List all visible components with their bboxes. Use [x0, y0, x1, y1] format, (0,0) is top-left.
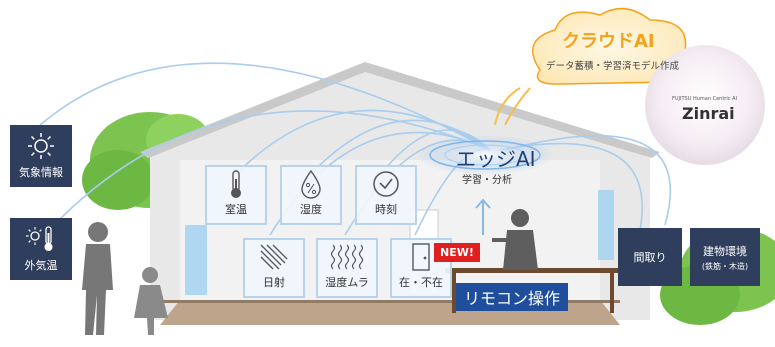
edge-up-arrow	[475, 198, 491, 235]
humidity-drop-icon	[301, 169, 321, 199]
new-badge: NEW!	[434, 243, 480, 262]
clock-icon	[373, 171, 399, 197]
thermometer-icon	[231, 170, 241, 198]
door-presence-icon	[412, 243, 430, 271]
sensor-presence: 在・不在	[390, 238, 452, 298]
remote-operation-label: リモコン操作	[456, 283, 569, 311]
zinrai-orb	[645, 45, 765, 165]
sensor-presence-label: 在・不在	[399, 276, 443, 289]
cloud-ai-shape	[531, 7, 691, 85]
sensor-humidity-label: 湿度	[300, 203, 322, 216]
thermometer-sun-icon	[26, 226, 53, 251]
building-env-label: 建物環境	[703, 244, 747, 258]
sensor-solar: 日射	[243, 238, 305, 298]
sensor-time: 時刻	[355, 165, 417, 225]
edge-ai-swirl	[415, 135, 555, 175]
solar-radiation-icon	[260, 244, 288, 270]
building-env-box: 建物環境 (鉄筋・木造)	[690, 228, 760, 286]
outdoor-temp-box: 外気温	[10, 218, 72, 280]
floor-plan-label: 間取り	[633, 251, 667, 264]
person-adult-silhouette	[82, 222, 113, 335]
person-child-silhouette	[134, 267, 168, 335]
sensor-humidity: 湿度	[280, 165, 342, 225]
weather-info-box: 気象情報	[10, 125, 72, 187]
sun-icon	[28, 133, 54, 159]
cloud-ai-subtitle: データ蓄積・学習済モデル作成	[546, 61, 680, 72]
humidity-waves-icon	[330, 244, 364, 270]
edge-ai-title: エッジAI	[456, 147, 536, 171]
person-with-remote-silhouette	[492, 209, 538, 270]
sensor-room-temp: 室温	[205, 165, 267, 225]
zinrai-logo-text: Zinrai	[682, 104, 735, 123]
sensor-solar-label: 日射	[263, 276, 285, 289]
sensor-time-label: 時刻	[375, 203, 397, 216]
sensor-humidity-variance: 湿度ムラ	[316, 238, 378, 298]
table	[445, 268, 620, 313]
edge-ai-subtitle: 学習・分析	[462, 175, 512, 186]
cloud-ai-title: クラウドAI	[562, 31, 655, 52]
cloud-edge-arrows	[494, 87, 531, 126]
outdoor-temp-label: 外気温	[24, 259, 58, 272]
sensor-humidity-variance-label: 湿度ムラ	[325, 276, 369, 289]
weather-info-label: 気象情報	[19, 166, 63, 179]
sensor-room-temp-label: 室温	[225, 203, 247, 216]
zinrai-caption: FUJITSU Human Centric AI	[672, 96, 737, 102]
building-env-sublabel: (鉄筋・木造)	[701, 261, 749, 271]
floor-plan-box: 間取り	[618, 228, 682, 286]
